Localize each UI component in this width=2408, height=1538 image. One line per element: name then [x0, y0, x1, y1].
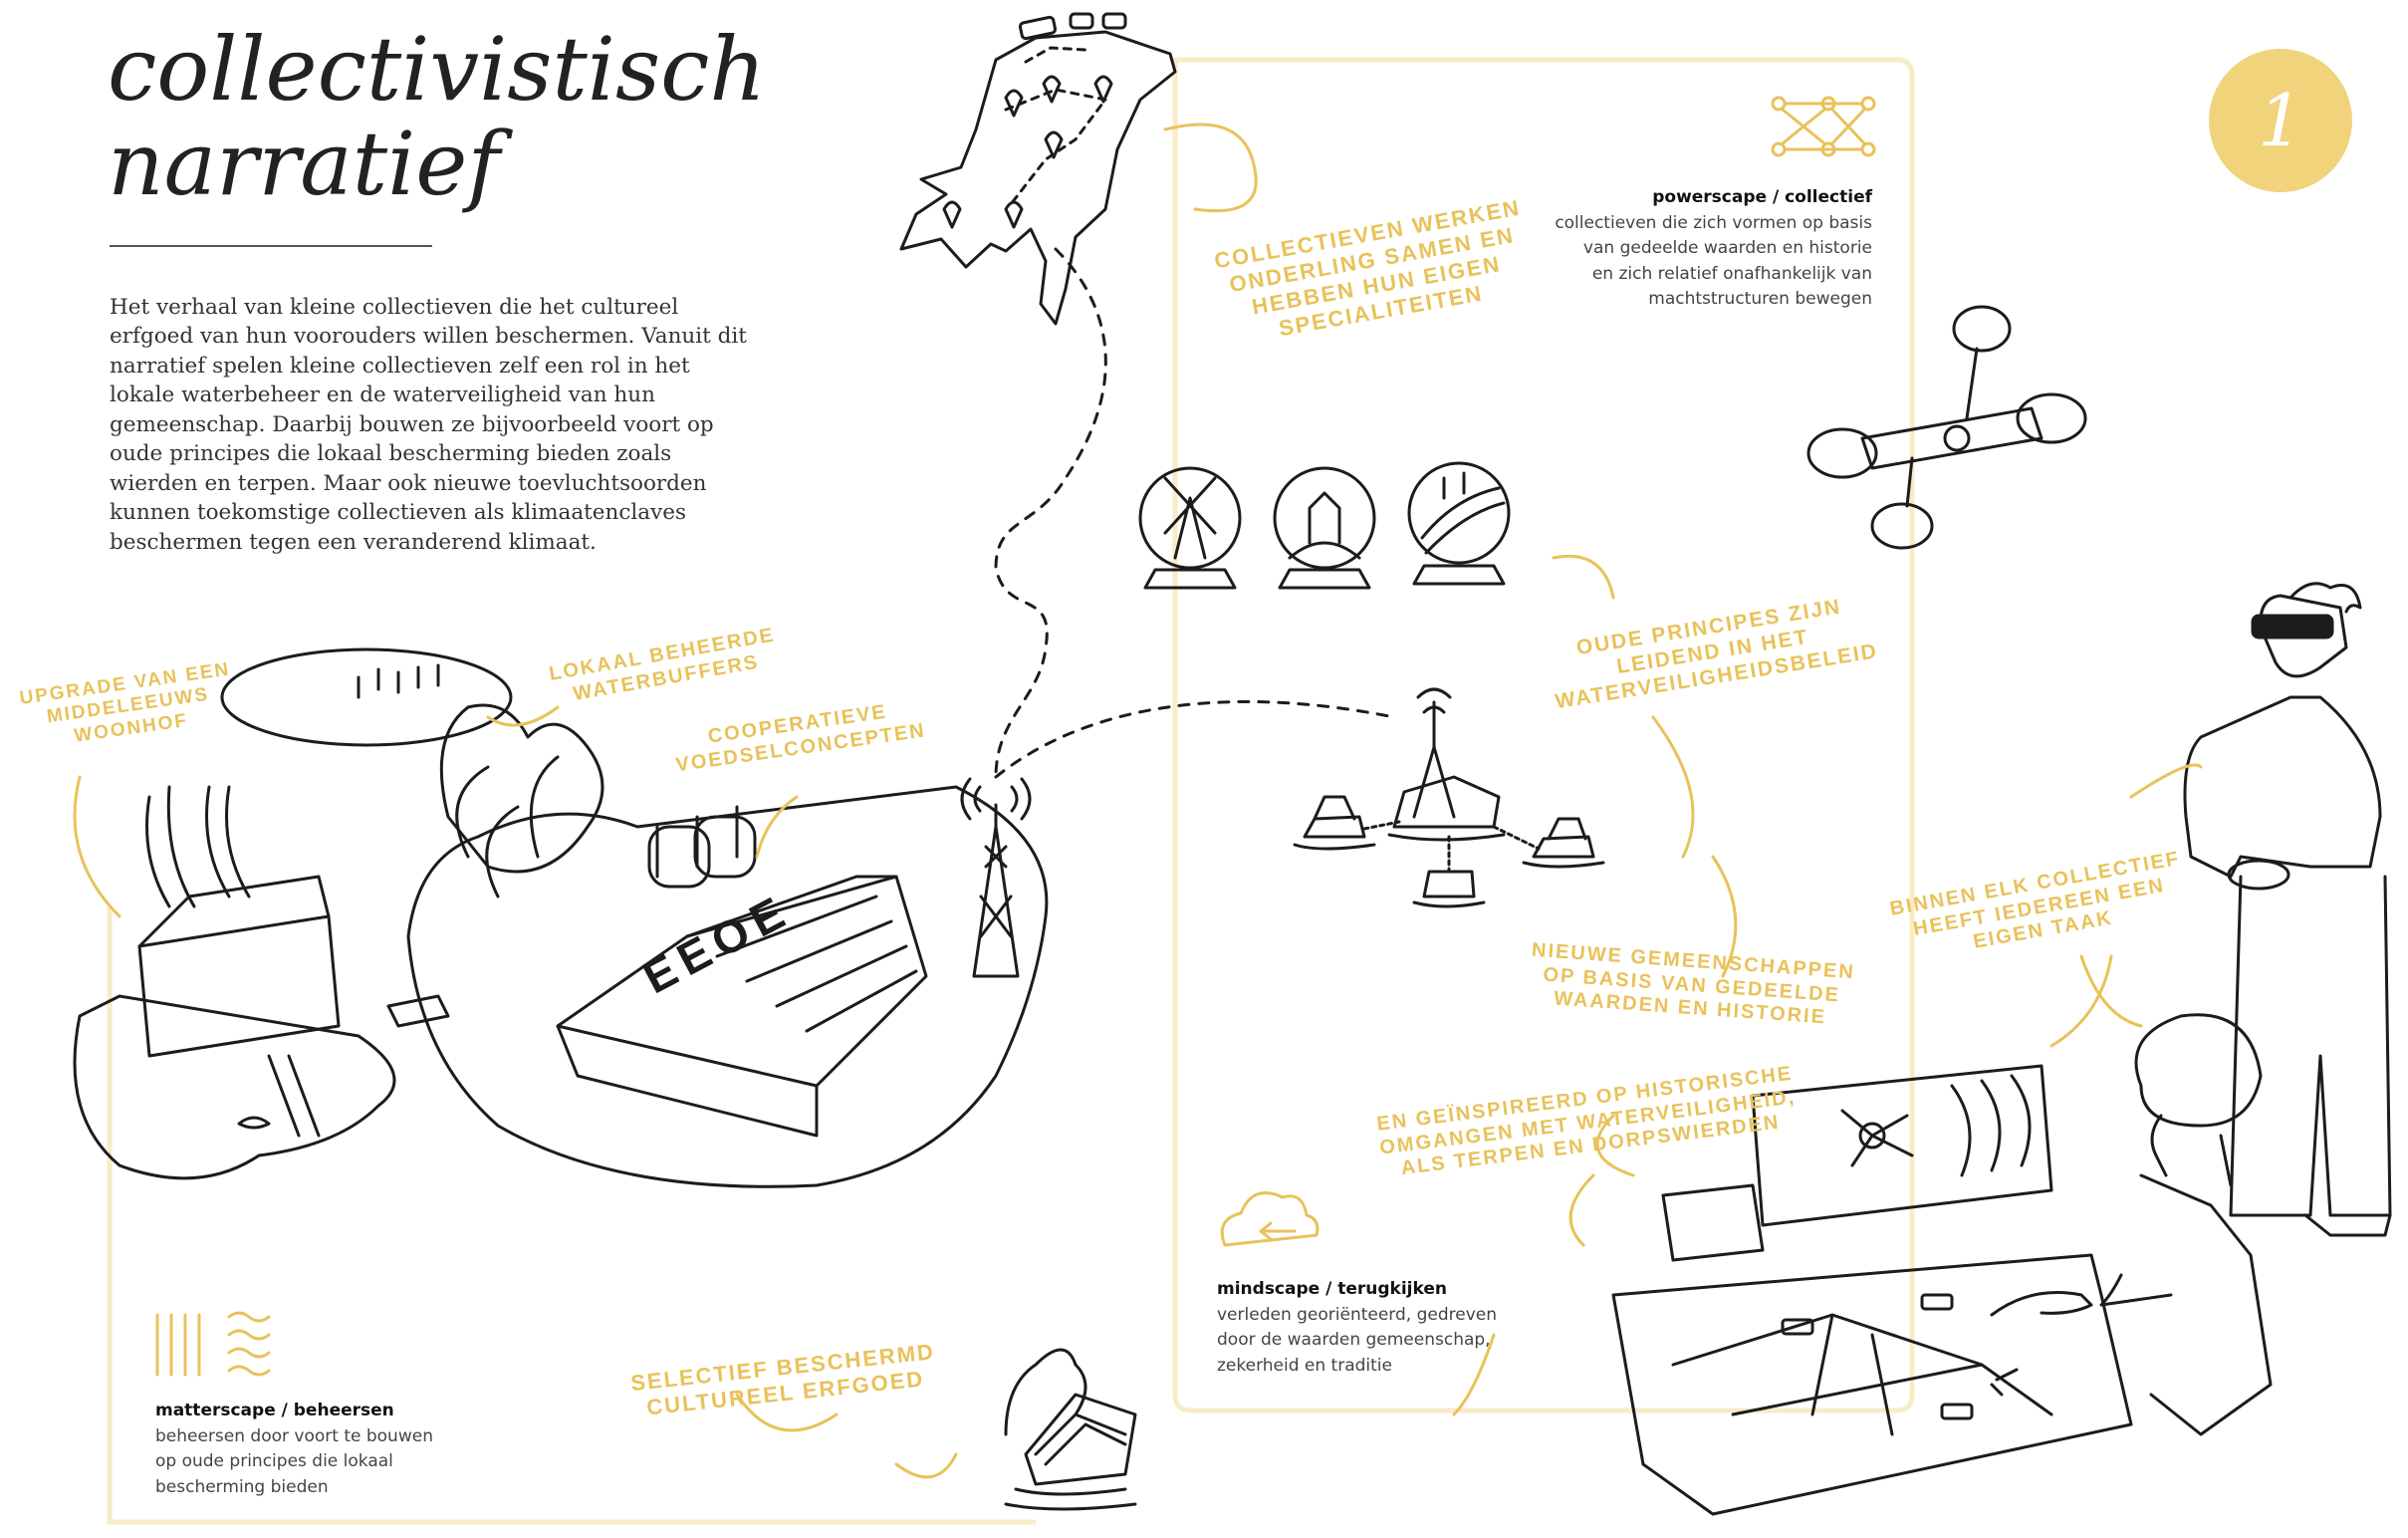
intro-paragraph: Het verhaal van kleine collectieven die … [110, 295, 747, 555]
flooded-house [1004, 1348, 1137, 1511]
cloud-arrow-icon [1220, 1191, 1320, 1247]
mindscape-line: zekerheid en traditie [1217, 1355, 1392, 1376]
title-line-2: narratief [108, 113, 500, 216]
mindscape-heading: mindscape / terugkijken [1217, 1279, 1447, 1299]
water-buffer [220, 647, 513, 747]
powerscape-line: van gedeelde waarden en historie [1582, 238, 1872, 258]
map-scroll [1611, 1253, 2133, 1516]
terp-landscape-icon [1407, 461, 1511, 586]
title-divider [110, 245, 432, 247]
matterscape-line: bescherming bieden [155, 1476, 329, 1497]
page-title: collectivistisch narratief [108, 22, 766, 211]
network-icon [1771, 96, 1876, 157]
badge-number: 1 [2258, 79, 2303, 162]
display-panel [1661, 1064, 2053, 1262]
powerscape-line: machtstructuren bewegen [1648, 289, 1872, 309]
church-mound-icon [1273, 466, 1376, 590]
person-with-vr-headset [2183, 582, 2392, 1237]
netherlands-map-icon [899, 12, 1177, 326]
narrative-number-badge: 1 [2209, 49, 2352, 192]
mindscape-line: verleden georiënteerd, gedreven [1217, 1304, 1497, 1325]
windmill-icon [1138, 466, 1242, 590]
powerscape-block: powerscape / collectief collectieven die… [1514, 185, 1872, 313]
farm-island [73, 785, 450, 1180]
powerscape-line: en zich relatief onafhankelijk van [1591, 263, 1872, 284]
mindscape-line: door de waarden gemeenschap, [1217, 1330, 1491, 1350]
person-reading-map [1990, 1013, 2273, 1436]
matterscape-block: matterscape / beheersen beheersen door v… [155, 1399, 474, 1500]
matterscape-line: beheersen door voort te bouwen [155, 1425, 433, 1446]
matterscape-heading: matterscape / beheersen [155, 1401, 394, 1420]
greenhouse-island [406, 703, 1049, 1188]
matterscape-line: op oude principes die lokaal [155, 1451, 393, 1471]
title-line-1: collectivistisch [108, 18, 767, 121]
water-lines-icon [155, 1311, 271, 1377]
drone-icon [1806, 305, 2087, 550]
mindscape-block: mindscape / terugkijken verleden georiën… [1217, 1277, 1516, 1379]
floating-village [1293, 687, 1605, 908]
powerscape-heading: powerscape / collectief [1652, 187, 1872, 207]
powerscape-line: collectieven die zich vormen op basis [1555, 212, 1872, 233]
